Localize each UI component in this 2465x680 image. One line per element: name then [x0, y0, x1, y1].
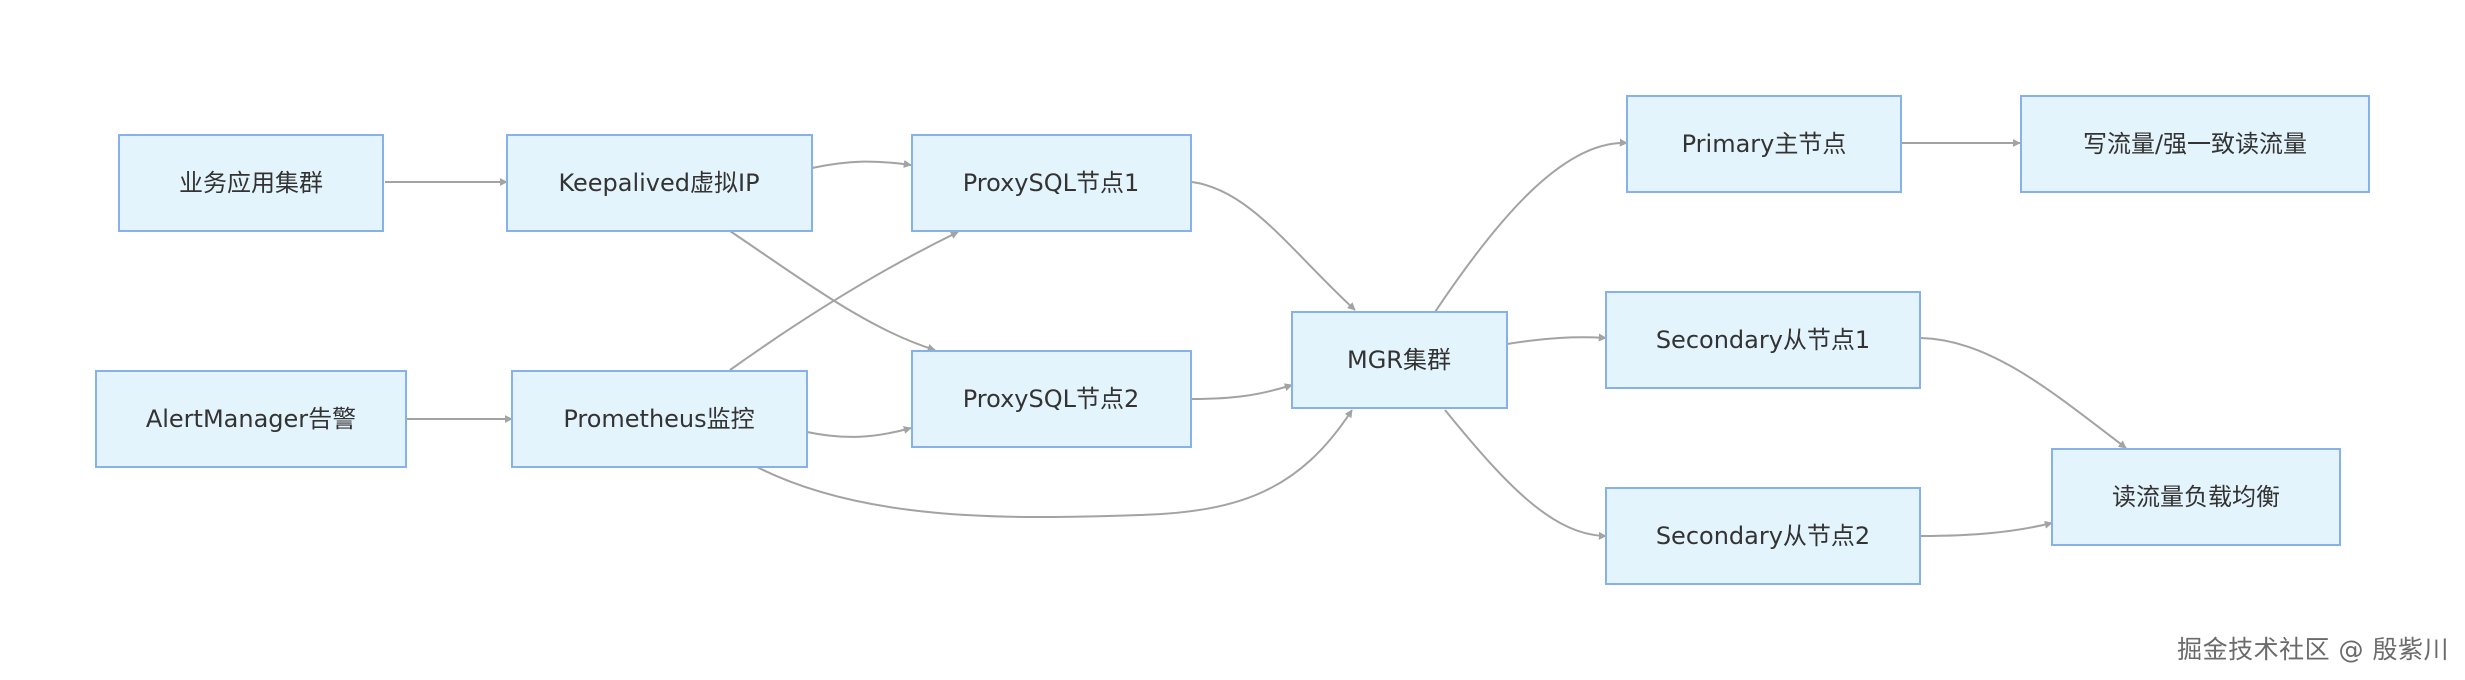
- node-mgr-cluster: MGR集群: [1291, 311, 1508, 409]
- edge-prometheus-to-proxysql1: [729, 231, 959, 371]
- edge-proxysql1-to-mgr: [1191, 181, 1356, 311]
- node-label: Prometheus监控: [563, 405, 754, 433]
- node-label: Secondary从节点2: [1656, 522, 1870, 550]
- watermark: 掘金技术社区 @ 殷紫川: [2177, 635, 2449, 664]
- edge-keepalived-to-proxysql1: [811, 160, 912, 169]
- node-label: AlertManager告警: [146, 405, 356, 433]
- node-label: Keepalived虚拟IP: [558, 169, 759, 197]
- edge-secondary1-to-read-lb: [1920, 337, 2127, 449]
- edge-mgr-to-secondary1: [1506, 333, 1607, 345]
- node-keepalived-vip: Keepalived虚拟IP: [506, 134, 813, 232]
- edge-mgr-to-secondary2: [1444, 409, 1607, 540]
- node-label: ProxySQL节点1: [963, 169, 1140, 197]
- node-label: 写流量/强一致读流量: [2083, 130, 2307, 158]
- edge-prometheus-to-proxysql2: [806, 426, 912, 438]
- node-label: 业务应用集群: [179, 169, 323, 197]
- node-label: Primary主节点: [1682, 130, 1847, 158]
- node-label: 读流量负载均衡: [2112, 483, 2280, 511]
- edge-keepalived-to-proxysql2: [729, 230, 936, 352]
- edge-proxysql2-to-mgr: [1191, 383, 1293, 400]
- node-label: MGR集群: [1347, 346, 1451, 374]
- node-secondary2: Secondary从节点2: [1605, 487, 1921, 585]
- node-alertmanager: AlertManager告警: [95, 370, 407, 468]
- edge-prometheus-to-mgr: [754, 409, 1353, 519]
- node-primary: Primary主节点: [1626, 95, 1902, 193]
- node-app-cluster: 业务应用集群: [118, 134, 384, 232]
- node-label: Secondary从节点1: [1656, 326, 1870, 354]
- node-prometheus: Prometheus监控: [511, 370, 808, 468]
- node-read-lb: 读流量负载均衡: [2051, 448, 2341, 546]
- edge-secondary2-to-read-lb: [1920, 520, 2053, 537]
- node-proxysql1: ProxySQL节点1: [911, 134, 1192, 232]
- edge-mgr-to-primary: [1434, 138, 1628, 313]
- node-proxysql2: ProxySQL节点2: [911, 350, 1192, 448]
- node-label: ProxySQL节点2: [963, 385, 1140, 413]
- node-secondary1: Secondary从节点1: [1605, 291, 1921, 389]
- node-write-traffic: 写流量/强一致读流量: [2020, 95, 2370, 193]
- edges: [385, 138, 2127, 540]
